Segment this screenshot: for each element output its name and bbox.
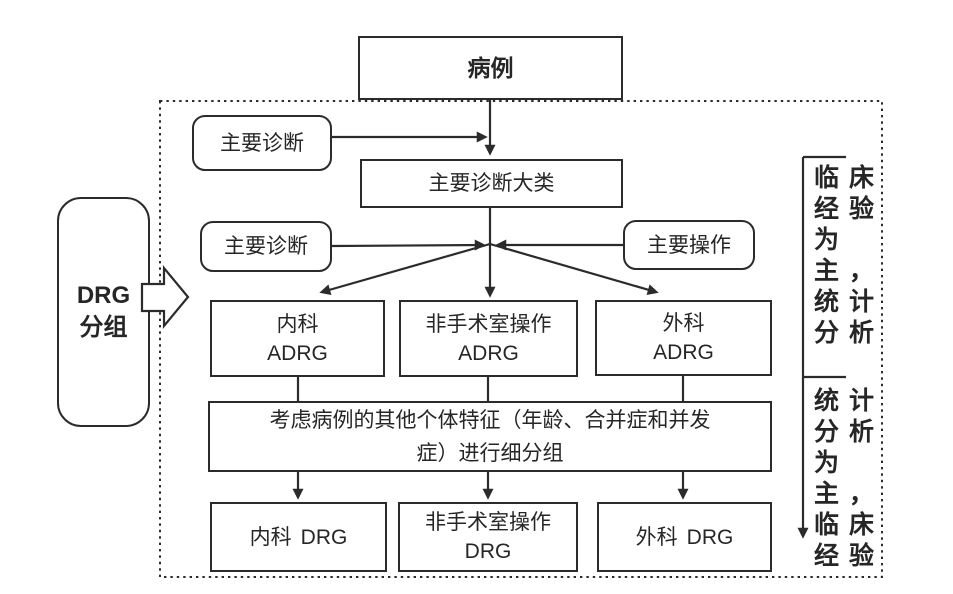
adrg-non-or-latin: ADRG bbox=[458, 341, 519, 365]
adrg-internal-zh: 内科 bbox=[276, 311, 319, 336]
annotation-line: 主， bbox=[814, 481, 874, 508]
subdivision-line1: 考虑病例的其他个体特征（年龄、合并症和并发 bbox=[269, 407, 711, 432]
adrg-surgical-zh: 外科 bbox=[662, 311, 705, 335]
adrg-surgical-latin: ADRG bbox=[653, 341, 714, 364]
node-subdivision: 考虑病例的其他个体特征（年龄、合并症和并发 症）进行细分组 bbox=[208, 401, 772, 472]
drg-group-zh: 分组 bbox=[79, 315, 128, 341]
adrg-non-or-zh: 非手术室操作 bbox=[425, 311, 552, 336]
annotation-line: 为 bbox=[814, 450, 840, 477]
node-primary-operation: 主要操作 bbox=[623, 220, 755, 270]
drg-internal-zh: 内科 bbox=[249, 524, 292, 549]
node-drg-group: DRG 分组 bbox=[57, 197, 150, 427]
drg-group-latin: DRG bbox=[76, 282, 131, 309]
node-adrg-non-or: 非手术室操作 ADRG bbox=[399, 300, 578, 377]
mdc-label: 主要诊断大类 bbox=[428, 171, 555, 195]
annotation-line: 经验 bbox=[814, 543, 874, 570]
annotation-line: 临床 bbox=[814, 512, 874, 539]
drg-surgical-zh: 外科 bbox=[635, 524, 678, 549]
node-drg-non-or: 非手术室操作 DRG bbox=[398, 502, 578, 572]
drg-non-or-zh: 非手术室操作 bbox=[425, 510, 551, 534]
subdivision-line2: 症）进行细分组 bbox=[416, 440, 564, 465]
annotation-line: 分析 bbox=[814, 419, 874, 446]
annotation-line: 统计 bbox=[814, 388, 874, 415]
arrow-pd2-to-junction bbox=[331, 239, 486, 251]
drg-surgical-latin: DRG bbox=[686, 525, 734, 549]
drg-internal-latin: DRG bbox=[300, 525, 348, 549]
node-drg-surgical: 外科 DRG bbox=[597, 502, 772, 572]
primary-diagnosis-mid-label: 主要诊断 bbox=[224, 234, 308, 258]
annotation-statistics-first: 统计 分析 为 主， 临床 经验 bbox=[814, 386, 874, 572]
annotation-line: 统计 bbox=[814, 289, 874, 316]
annotation-line: 为 bbox=[814, 227, 840, 254]
annotation-line: 临床 bbox=[814, 165, 874, 192]
node-primary-diagnosis-top: 主要诊断 bbox=[192, 115, 332, 171]
adrg-internal-latin: ADRG bbox=[267, 341, 328, 365]
primary-operation-label: 主要操作 bbox=[647, 232, 731, 257]
annotation-line: 分析 bbox=[814, 320, 874, 347]
node-case-label: 病例 bbox=[467, 55, 514, 81]
annotation-line: 经验 bbox=[814, 196, 874, 223]
annotation-line: 主， bbox=[814, 258, 874, 285]
primary-diagnosis-top-label: 主要诊断 bbox=[220, 130, 304, 155]
node-major-diagnostic-category: 主要诊断大类 bbox=[360, 159, 623, 208]
node-case: 病例 bbox=[358, 36, 623, 100]
drg-non-or-latin: DRG bbox=[464, 540, 512, 563]
node-drg-internal: 内科 DRG bbox=[210, 502, 387, 572]
node-primary-diagnosis-mid: 主要诊断 bbox=[200, 221, 332, 272]
arrow-junction-to-adrg-internal bbox=[319, 242, 491, 296]
node-adrg-internal: 内科 ADRG bbox=[210, 300, 385, 377]
annotation-clinical-first: 临床 经验 为 主， 统计 分析 bbox=[814, 163, 874, 349]
node-adrg-surgical: 外科 ADRG bbox=[595, 300, 772, 376]
